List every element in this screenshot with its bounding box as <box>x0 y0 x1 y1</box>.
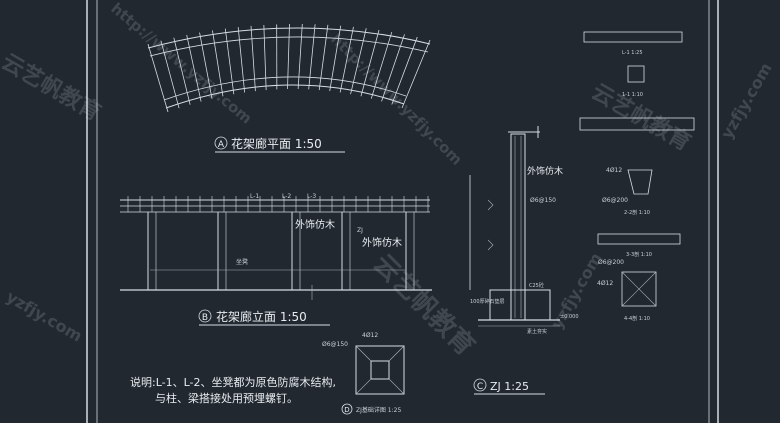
plan-beam <box>160 40 180 109</box>
plan-beam <box>186 34 202 102</box>
section-label-4-4: 4-4剖 1:10 <box>624 315 650 322</box>
plan-beam <box>381 34 405 102</box>
elev-label-l2: L-2 <box>282 193 291 200</box>
plan-beam <box>263 24 267 91</box>
section-details: L-1 1:25 1-1 1:10 4Ø12 Ø6@200 2-2剖 1:10 … <box>579 31 695 322</box>
watermark-brand-right: 云艺帆教育 <box>587 79 695 157</box>
plan-beams <box>147 23 431 113</box>
section-label-rebar-2: 4Ø12 <box>597 280 613 287</box>
watermark-brand-mid: 云艺帆教育 <box>367 248 481 362</box>
column-view-marker <box>473 378 487 392</box>
elev-label-zj: ZJ <box>357 227 363 234</box>
plan-beam <box>318 24 329 91</box>
plan-beam <box>401 39 431 109</box>
section-label-2-2: 2-2剖 1:10 <box>624 209 650 216</box>
detail-label-rebar: 4Ø12 <box>362 332 378 339</box>
column-label-soil: 素土夯实 <box>527 328 547 335</box>
plan-beam <box>391 36 418 105</box>
plan-beam <box>360 29 380 97</box>
plan-beam <box>237 27 246 93</box>
plan-beam <box>287 23 290 90</box>
plan-beam <box>329 25 342 92</box>
section-label-stirrup-2: Ø6@200 <box>598 259 624 266</box>
plan-beam <box>199 32 213 99</box>
foundation-detail: 4Ø12 Ø6@150 D ZJ基础详图 1:25 <box>322 332 405 415</box>
plan-beam <box>308 24 316 90</box>
watermark-layer: 云艺帆教育 云艺帆教育 云艺帆教育 http://www.yzfjy.com h… <box>0 0 776 362</box>
note-line-2: 与柱、梁搭接处用预埋螺钉。 <box>155 391 298 405</box>
detail-view-marker <box>341 403 353 415</box>
column-label-concrete: C25砼 <box>529 282 544 289</box>
column-label-level: ±0.000 <box>560 314 579 320</box>
plan-view-letter: A <box>218 140 225 150</box>
section-label-3-3: 3-3剖 1:10 <box>626 251 652 258</box>
plan-beam <box>297 23 303 90</box>
elev-label-bench: 坐凳 <box>236 258 248 266</box>
elevation-view: L-1 L-2 L-3 外饰仿木 外饰仿木 坐凳 ZJ B 花架廊立面 1:50 <box>120 193 432 326</box>
column-view-title: ZJ 1:25 <box>490 380 529 393</box>
plan-beam <box>173 37 191 105</box>
watermark-url-1: http://www.yzfjy.com <box>107 0 255 128</box>
watermark-url-right: yzfjy.com <box>717 59 776 142</box>
elev-label-wood-1: 外饰仿木 <box>295 218 335 231</box>
section-label-rebar-1: 4Ø12 <box>606 167 622 174</box>
frame-lines <box>86 0 719 423</box>
column-label-wood: 外饰仿木 <box>527 165 563 177</box>
plan-beam <box>370 31 393 99</box>
plan-view-title: 花架廊平面 1:50 <box>231 136 322 151</box>
plan-beam <box>147 43 169 113</box>
column-view: 外饰仿木 Ø6@150 C25砼 100厚碎石垫层 素土夯实 ±0.000 C … <box>469 126 579 395</box>
watermark-url-3: yzfjy.com <box>3 287 86 346</box>
detail-view-letter: D <box>344 406 349 414</box>
plan-view: A 花架廊平面 1:50 <box>147 23 431 153</box>
column-label-gravel: 100厚碎石垫层 <box>470 298 505 305</box>
elevation-posts <box>147 212 415 290</box>
watermark-brand-left: 云艺帆教育 <box>0 49 105 127</box>
column-label-stirrup: Ø6@150 <box>530 197 556 204</box>
elev-label-l1: L-1 <box>250 193 259 200</box>
detail-label-stirrup: Ø6@150 <box>322 341 348 348</box>
elev-view-marker <box>198 309 212 323</box>
detail-view-title: ZJ基础详图 1:25 <box>356 406 401 414</box>
plan-beam <box>224 28 235 95</box>
elev-label-wood-2: 外饰仿木 <box>362 236 402 249</box>
elev-view-title: 花架廊立面 1:50 <box>216 309 307 324</box>
section-label-stirrup-1: Ø6@200 <box>602 197 628 204</box>
section-label-l1: L-1 1:25 <box>622 50 643 56</box>
elev-label-l3: L-3 <box>307 193 316 200</box>
plan-beam <box>350 28 367 95</box>
elev-view-letter: B <box>202 313 208 323</box>
note-line-1: 说明:L-1、L-2、坐凳都为原色防腐木结构, <box>130 375 336 389</box>
plan-beam <box>339 26 354 93</box>
watermark-url-2: http://www.yzfjy.com <box>327 30 466 169</box>
plan-view-marker <box>214 136 228 150</box>
plan-beam <box>250 25 256 92</box>
section-label-1-1: 1-1 1:10 <box>622 92 643 98</box>
column-view-letter: C <box>477 382 483 392</box>
elevation-joists <box>127 196 429 212</box>
drawing-notes: 说明:L-1、L-2、坐凳都为原色防腐木结构, 与柱、梁搭接处用预埋螺钉。 <box>130 375 336 405</box>
plan-beam <box>212 30 224 97</box>
